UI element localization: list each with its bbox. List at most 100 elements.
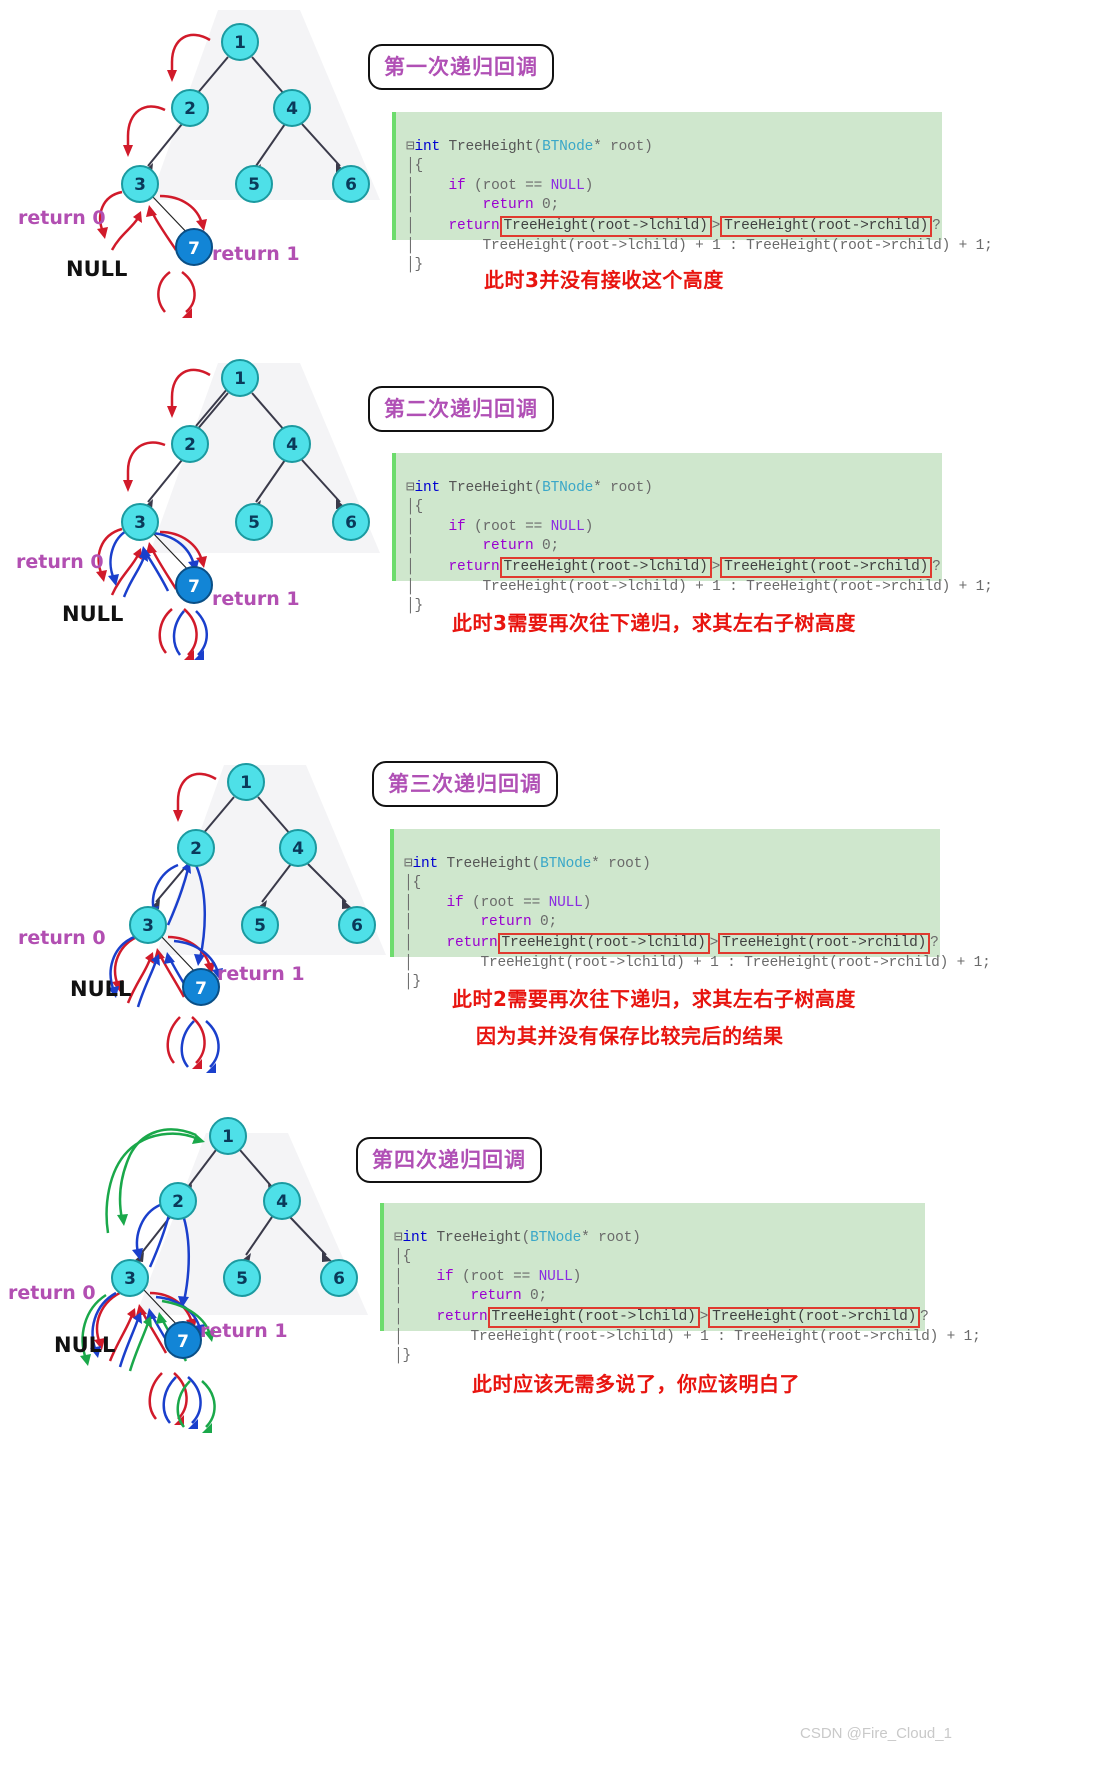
- tree-node-5[interactable]: [223, 1259, 261, 1297]
- code-keyword-return: return: [448, 217, 500, 234]
- tree-node-7[interactable]: [175, 566, 213, 604]
- arrowhead-red: [173, 810, 183, 822]
- arrowhead-blue: [178, 1296, 189, 1308]
- code-null: NULL: [550, 518, 585, 535]
- recursion-arrow-blue: [122, 556, 146, 598]
- tree-node-2[interactable]: [171, 89, 209, 127]
- arrowhead-blue: [140, 546, 151, 558]
- tree-node-2[interactable]: [171, 425, 209, 463]
- tree-node-label: 5: [248, 175, 260, 195]
- recursion-arrow: [183, 608, 198, 656]
- recursion-arrow-blue: [172, 610, 185, 656]
- tree-node-3[interactable]: [121, 165, 159, 203]
- code-arg-root: root: [610, 479, 645, 496]
- code-operator: ==: [516, 518, 551, 535]
- tree-node-label: 5: [248, 513, 260, 533]
- edge-2-3: [147, 123, 183, 167]
- code-operator-ternary: ?: [932, 217, 941, 234]
- tree-node-2[interactable]: [159, 1182, 197, 1220]
- tree-node-4[interactable]: [273, 425, 311, 463]
- code-keyword-int: int: [412, 855, 439, 872]
- code-block-2: ⊟int TreeHeight(BTNode* root) │{ │ if (r…: [392, 453, 993, 614]
- edge-4-5: [255, 123, 286, 167]
- code-ternary-body: TreeHeight(root->lchild) + 1 : TreeHeigh…: [482, 578, 993, 595]
- tree-node-label: 7: [188, 577, 200, 597]
- code-punct: ): [584, 177, 594, 194]
- code-keyword-return: return: [448, 558, 500, 575]
- tree-node-label: 7: [188, 239, 200, 259]
- tree-node-5[interactable]: [241, 906, 279, 944]
- arrowhead-red: [127, 1308, 136, 1320]
- code-type-btnode: BTNode: [542, 479, 594, 496]
- code-block-4: ⊟int TreeHeight(BTNode* root) │{ │ if (r…: [380, 1203, 981, 1364]
- annotation-3-1: 此时2需要再次往下递归，求其左右子树高度: [452, 987, 856, 1011]
- tree-node-1[interactable]: [227, 763, 265, 801]
- code-punct: ): [644, 479, 653, 496]
- tree-node-5[interactable]: [235, 503, 273, 541]
- recursion-arrow: [170, 368, 211, 411]
- edge-2-3: [147, 459, 183, 503]
- tree-node-7[interactable]: [164, 1321, 202, 1359]
- recursion-arrow-green: [105, 1132, 199, 1234]
- code-block-3: ⊟int TreeHeight(BTNode* root) │{ │ if (r…: [390, 829, 991, 990]
- tree-node-4[interactable]: [273, 89, 311, 127]
- code-punct: (: [531, 855, 541, 872]
- tree-node-6[interactable]: [320, 1259, 358, 1297]
- code-highlight-lchild: TreeHeight(root->lchild): [499, 556, 712, 578]
- edge-4-6: [301, 459, 341, 503]
- recursion-arrow: [98, 190, 123, 233]
- code-operator: ==: [516, 177, 551, 194]
- code-operator: ==: [514, 894, 549, 911]
- arrowhead-red: [167, 406, 177, 418]
- tree-node-4[interactable]: [279, 829, 317, 867]
- tree-node-label: 2: [172, 1192, 184, 1212]
- recursion-arrow: [95, 1289, 125, 1344]
- recursion-arrow-blue: [151, 531, 196, 566]
- tree-node-7[interactable]: [182, 968, 220, 1006]
- tree-node-3[interactable]: [121, 503, 159, 541]
- tree-node-1[interactable]: [221, 23, 259, 61]
- tree-svg-2: 1 2 4 3 5 6 7: [96, 359, 380, 660]
- tree-node-6[interactable]: [338, 906, 376, 944]
- arrowhead-red: [96, 570, 107, 582]
- code-punct: (: [533, 138, 543, 155]
- arrowhead-blue: [108, 986, 119, 998]
- recursion-arrow-blue: [173, 939, 220, 974]
- section-3: 1 2 4 3 5 6 7 return 0 return 1 NULL 第三次…: [0, 745, 1113, 1125]
- code-brace-close: }: [402, 1348, 412, 1364]
- section-1: 1 2 4 3 5 6 7 return 0 return 1 NULL 第一次…: [0, 0, 1113, 345]
- code-punct: *: [591, 855, 609, 872]
- recursion-arrow: [108, 1314, 134, 1362]
- tree-node-3[interactable]: [111, 1259, 149, 1297]
- tree-node-2[interactable]: [177, 829, 215, 867]
- tree-node-6[interactable]: [332, 165, 370, 203]
- code-type-btnode: BTNode: [542, 138, 594, 155]
- code-punct: (: [533, 479, 543, 496]
- code-fn-name: TreeHeight: [440, 479, 534, 496]
- arrowhead-green: [80, 1354, 91, 1366]
- recursion-arrow: [173, 1372, 188, 1420]
- null-label: NULL: [54, 1333, 116, 1357]
- tree-node-6[interactable]: [332, 503, 370, 541]
- tree-node-5[interactable]: [235, 165, 273, 203]
- arrowhead-red: [133, 211, 142, 223]
- tree-node-1[interactable]: [221, 359, 259, 397]
- recursion-arrow-blue: [166, 868, 190, 926]
- edge-3-7: [159, 934, 199, 976]
- recursion-arrow-blue: [118, 1318, 140, 1368]
- recursion-arrow: [158, 608, 173, 654]
- code-brace-open: {: [402, 1249, 412, 1265]
- tree-node-7[interactable]: [175, 228, 213, 266]
- recursion-arrow: [97, 527, 123, 576]
- arrowhead-red: [94, 1338, 105, 1350]
- arrowhead-red: [146, 205, 157, 217]
- tree-shade: [156, 765, 386, 955]
- tree-node-4[interactable]: [263, 1182, 301, 1220]
- tree-node-1[interactable]: [209, 1117, 247, 1155]
- arrowhead-green: [204, 1330, 215, 1342]
- return-zero-label: return 0: [18, 927, 106, 949]
- code-operator-gt: >: [709, 934, 719, 951]
- tree-node-label: 3: [124, 1269, 136, 1289]
- recursion-arrow-blue: [187, 1376, 202, 1424]
- tree-node-3[interactable]: [129, 906, 167, 944]
